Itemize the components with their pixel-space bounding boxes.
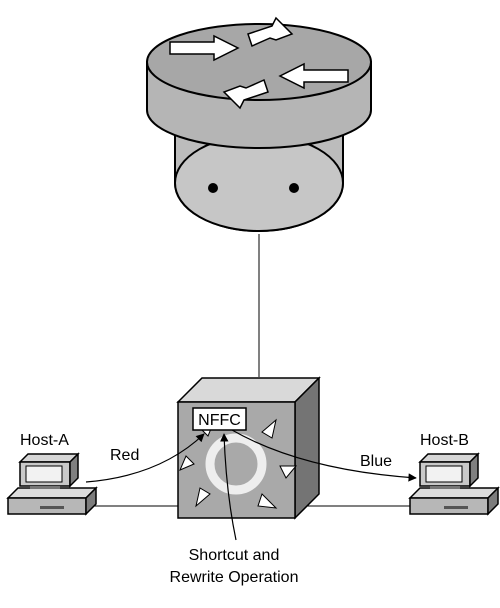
host-b-label: Host-B	[420, 432, 469, 449]
blue-flow-arrow	[231, 429, 417, 482]
router-arrows-icon	[169, 16, 349, 110]
switch-arrows-icon	[179, 418, 298, 509]
nffc-label: NFFC	[198, 412, 241, 429]
switch-route-ring	[205, 433, 267, 495]
router-base-band	[174, 134, 344, 232]
nffc-chip	[192, 407, 247, 431]
switch-side-face	[294, 376, 320, 520]
router-port	[289, 183, 299, 193]
host-a-label: Host-A	[20, 432, 69, 449]
annotation-line-1: Shortcut and	[189, 547, 280, 564]
multilayer-switch-icon: NFFC	[176, 376, 321, 520]
annotation-line-2: Rewrite Operation	[170, 569, 299, 586]
host-a-workstation-icon	[6, 452, 98, 516]
red-flow-arrow	[85, 433, 205, 483]
red-flow-label: Red	[110, 447, 139, 464]
host-b-workstation-icon	[408, 452, 500, 516]
router-icon	[146, 16, 372, 232]
router-port	[208, 183, 218, 193]
shortcut-callout-arrow	[220, 433, 237, 541]
blue-flow-label: Blue	[360, 453, 392, 470]
